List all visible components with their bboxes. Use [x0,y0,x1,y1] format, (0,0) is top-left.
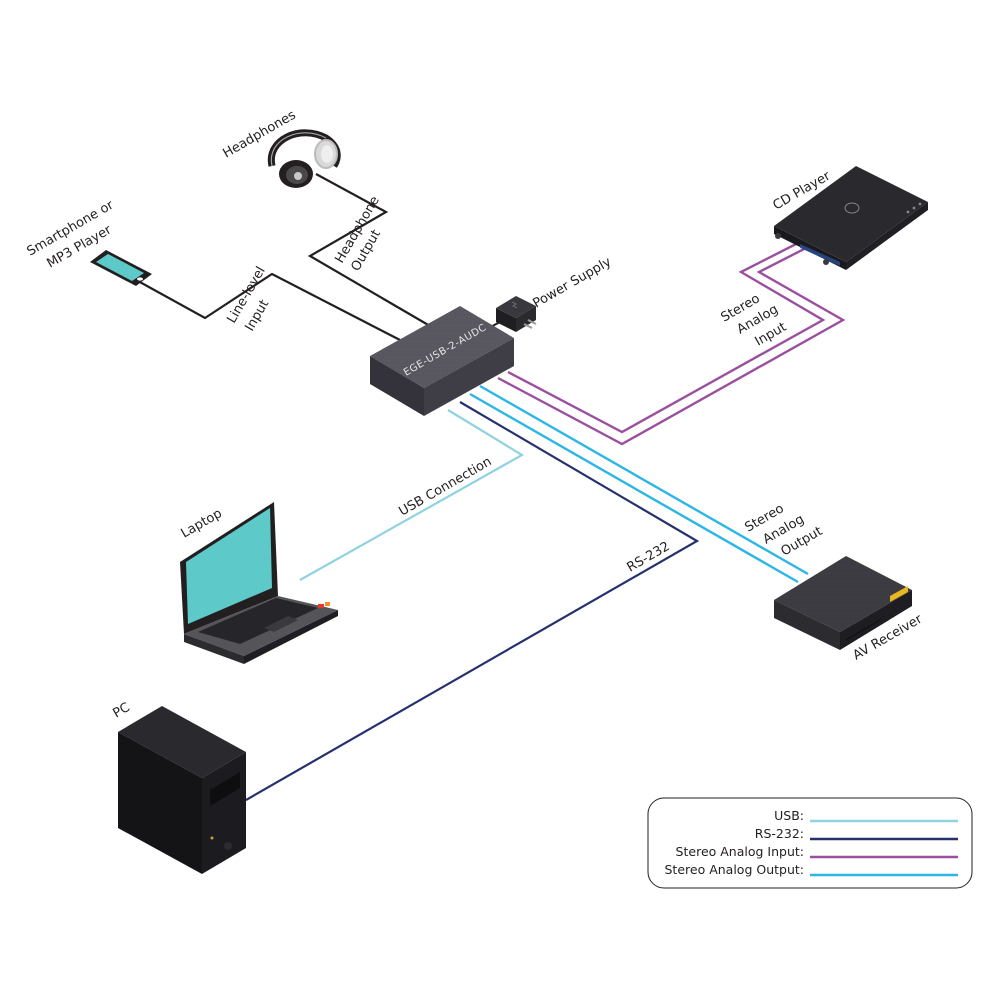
headphones-device[interactable] [267,129,341,188]
legend-label: RS-232: [755,826,804,841]
cd-player-device[interactable] [774,166,928,270]
rs-232-cable [245,401,700,801]
smartphone-device[interactable] [90,250,152,286]
legend-label: USB: [774,808,804,823]
pc-device[interactable] [118,706,246,874]
av-receiver-device[interactable] [774,556,912,650]
lightning-icon [511,301,518,309]
stereo-analog-output-cable-right [469,392,799,584]
power-supply-label: Power Supply [531,254,615,311]
stereo-analog-output-cable-left [479,384,809,576]
legend-label: Stereo Analog Input: [676,844,804,859]
legend-item-usb: USB: [774,808,958,823]
power-supply-device[interactable] [496,296,537,332]
headphone-output-cable [307,173,431,327]
usb-cable [299,409,525,581]
stereo-analog-input-cable-left [507,240,826,434]
stereo-analog-input-cable-right [497,244,846,446]
legend-item-rs-232: RS-232: [755,826,958,841]
cables [137,173,846,801]
legend-item-stereo-analog-input: Stereo Analog Input: [676,844,958,859]
pc-label: PC [111,700,133,721]
legend-item-stereo-analog-output: Stereo Analog Output: [665,862,958,877]
legend: USB: RS-232: Stereo Analog Input: Stereo… [647,797,973,889]
laptop-device[interactable] [180,502,338,664]
laptop-label: Laptop [179,506,225,541]
hub-device[interactable]: EGE-USB-2-AUDC [370,306,514,416]
legend-label: Stereo Analog Output: [665,862,805,877]
line-level-input-cable [137,272,401,341]
usb-connection-label: USB Connection [397,454,495,519]
